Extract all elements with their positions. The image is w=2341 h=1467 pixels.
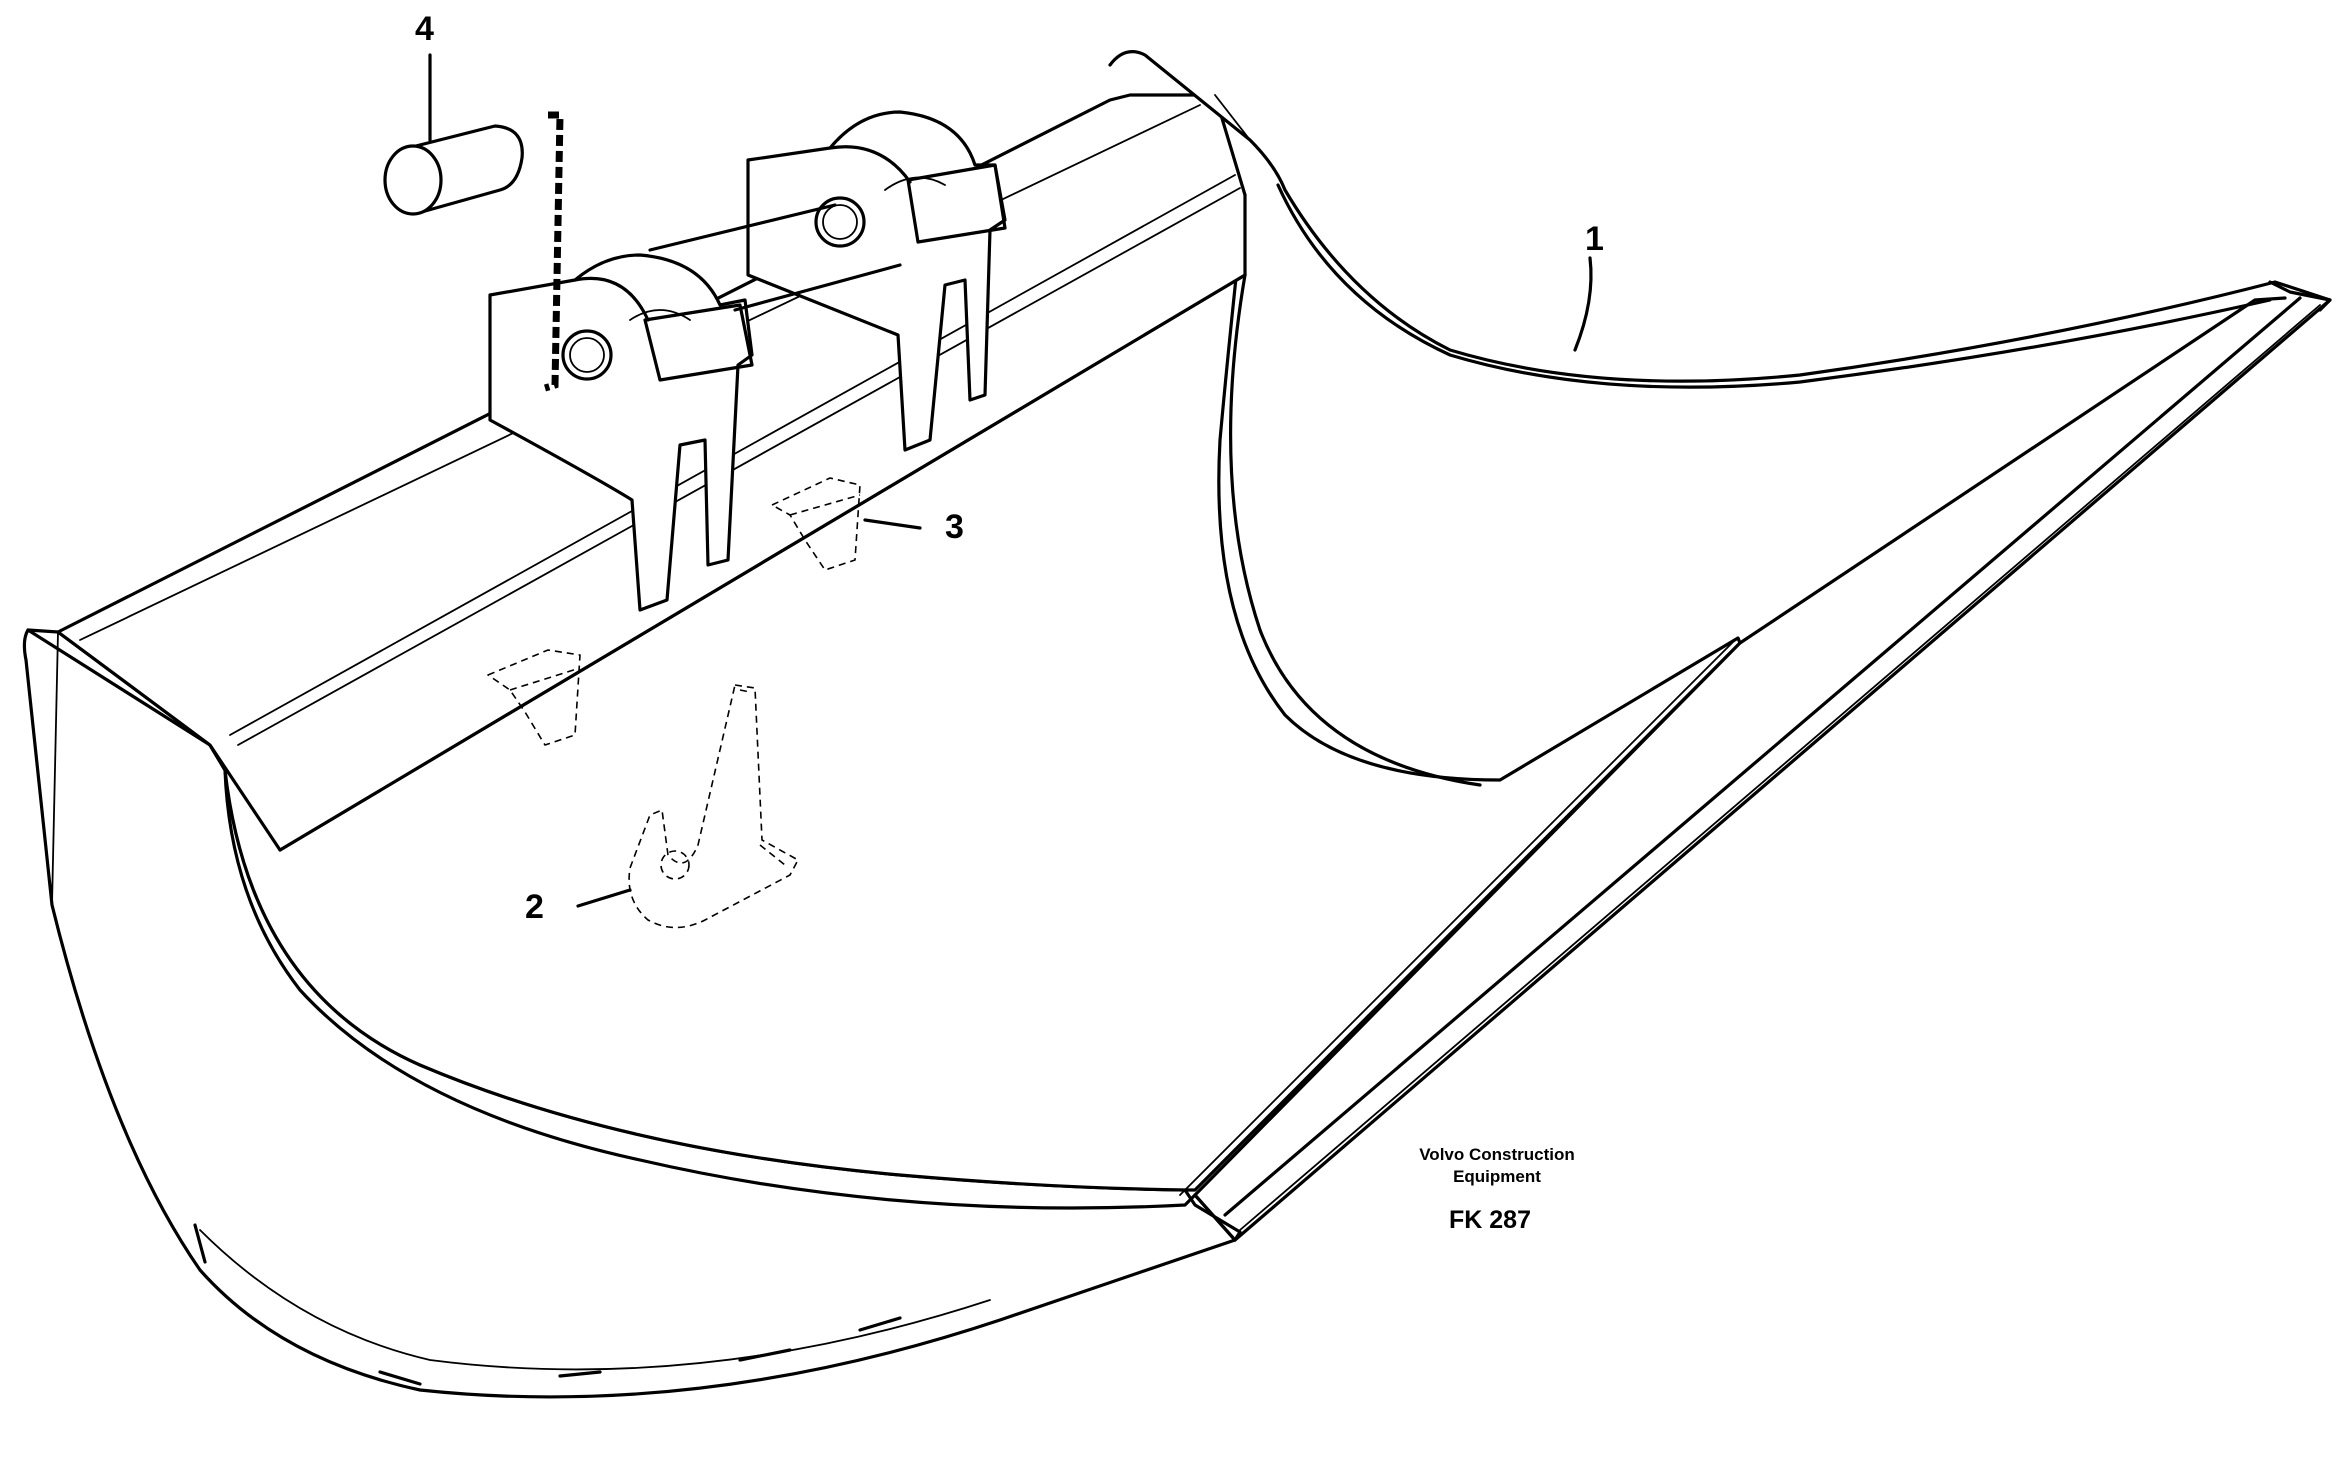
hidden-parts — [487, 477, 861, 929]
back-plate — [208, 151, 1742, 1192]
right-ear-bracket — [746, 110, 1007, 452]
leader-3 — [863, 518, 922, 530]
left-side-plate — [22, 628, 1237, 1399]
pin-part — [383, 111, 564, 392]
pin-assembly-line — [543, 111, 564, 392]
bucket-body — [22, 50, 2332, 1399]
callout-1: 1 — [1585, 220, 1604, 258]
credit-line-1: Volvo Construction — [1419, 1145, 1575, 1164]
leader-1 — [1573, 256, 1593, 352]
callout-2: 2 — [525, 888, 544, 926]
right-inner-curve — [1276, 183, 2272, 389]
pin-end — [383, 144, 443, 216]
right-side-plate — [1108, 50, 2332, 1242]
callout-leaders — [428, 53, 1593, 908]
lug-upper — [771, 477, 861, 571]
leader-2 — [576, 888, 632, 908]
lug-lower — [487, 649, 581, 746]
callout-4: 4 — [415, 10, 434, 48]
hook-part — [628, 684, 799, 929]
figure-code: FK 287 — [1449, 1206, 1531, 1234]
cutting-edge-tip — [1183, 1188, 1242, 1242]
credit-line-2: Equipment — [1453, 1167, 1541, 1186]
callout-3: 3 — [945, 508, 964, 546]
